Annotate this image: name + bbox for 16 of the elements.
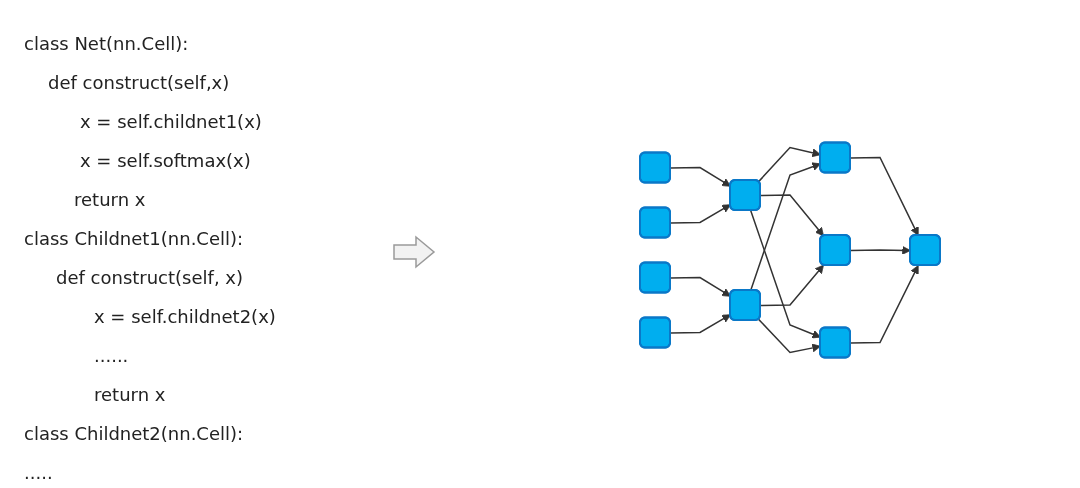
- arrow: [757, 146, 821, 183]
- code-line: return x: [74, 188, 146, 212]
- code-line: x = self.softmax(x): [80, 149, 251, 173]
- code-line: def construct(self,x): [48, 71, 230, 95]
- code-line: ......: [94, 344, 129, 368]
- arrow: [757, 318, 821, 354]
- code-line: x = self.childnet1(x): [80, 110, 262, 134]
- arrow: [749, 209, 821, 339]
- code-line: .....: [24, 461, 53, 485]
- code-line: class Net(nn.Cell):: [24, 32, 189, 56]
- code-line: return x: [94, 383, 166, 407]
- code-line: def construct(self, x): [56, 266, 243, 290]
- arrow: [749, 162, 821, 292]
- code-line: x = self.childnet2(x): [94, 305, 276, 329]
- code-line: class Childnet1(nn.Cell):: [24, 227, 244, 251]
- code-line: class Childnet2(nn.Cell):: [24, 422, 244, 446]
